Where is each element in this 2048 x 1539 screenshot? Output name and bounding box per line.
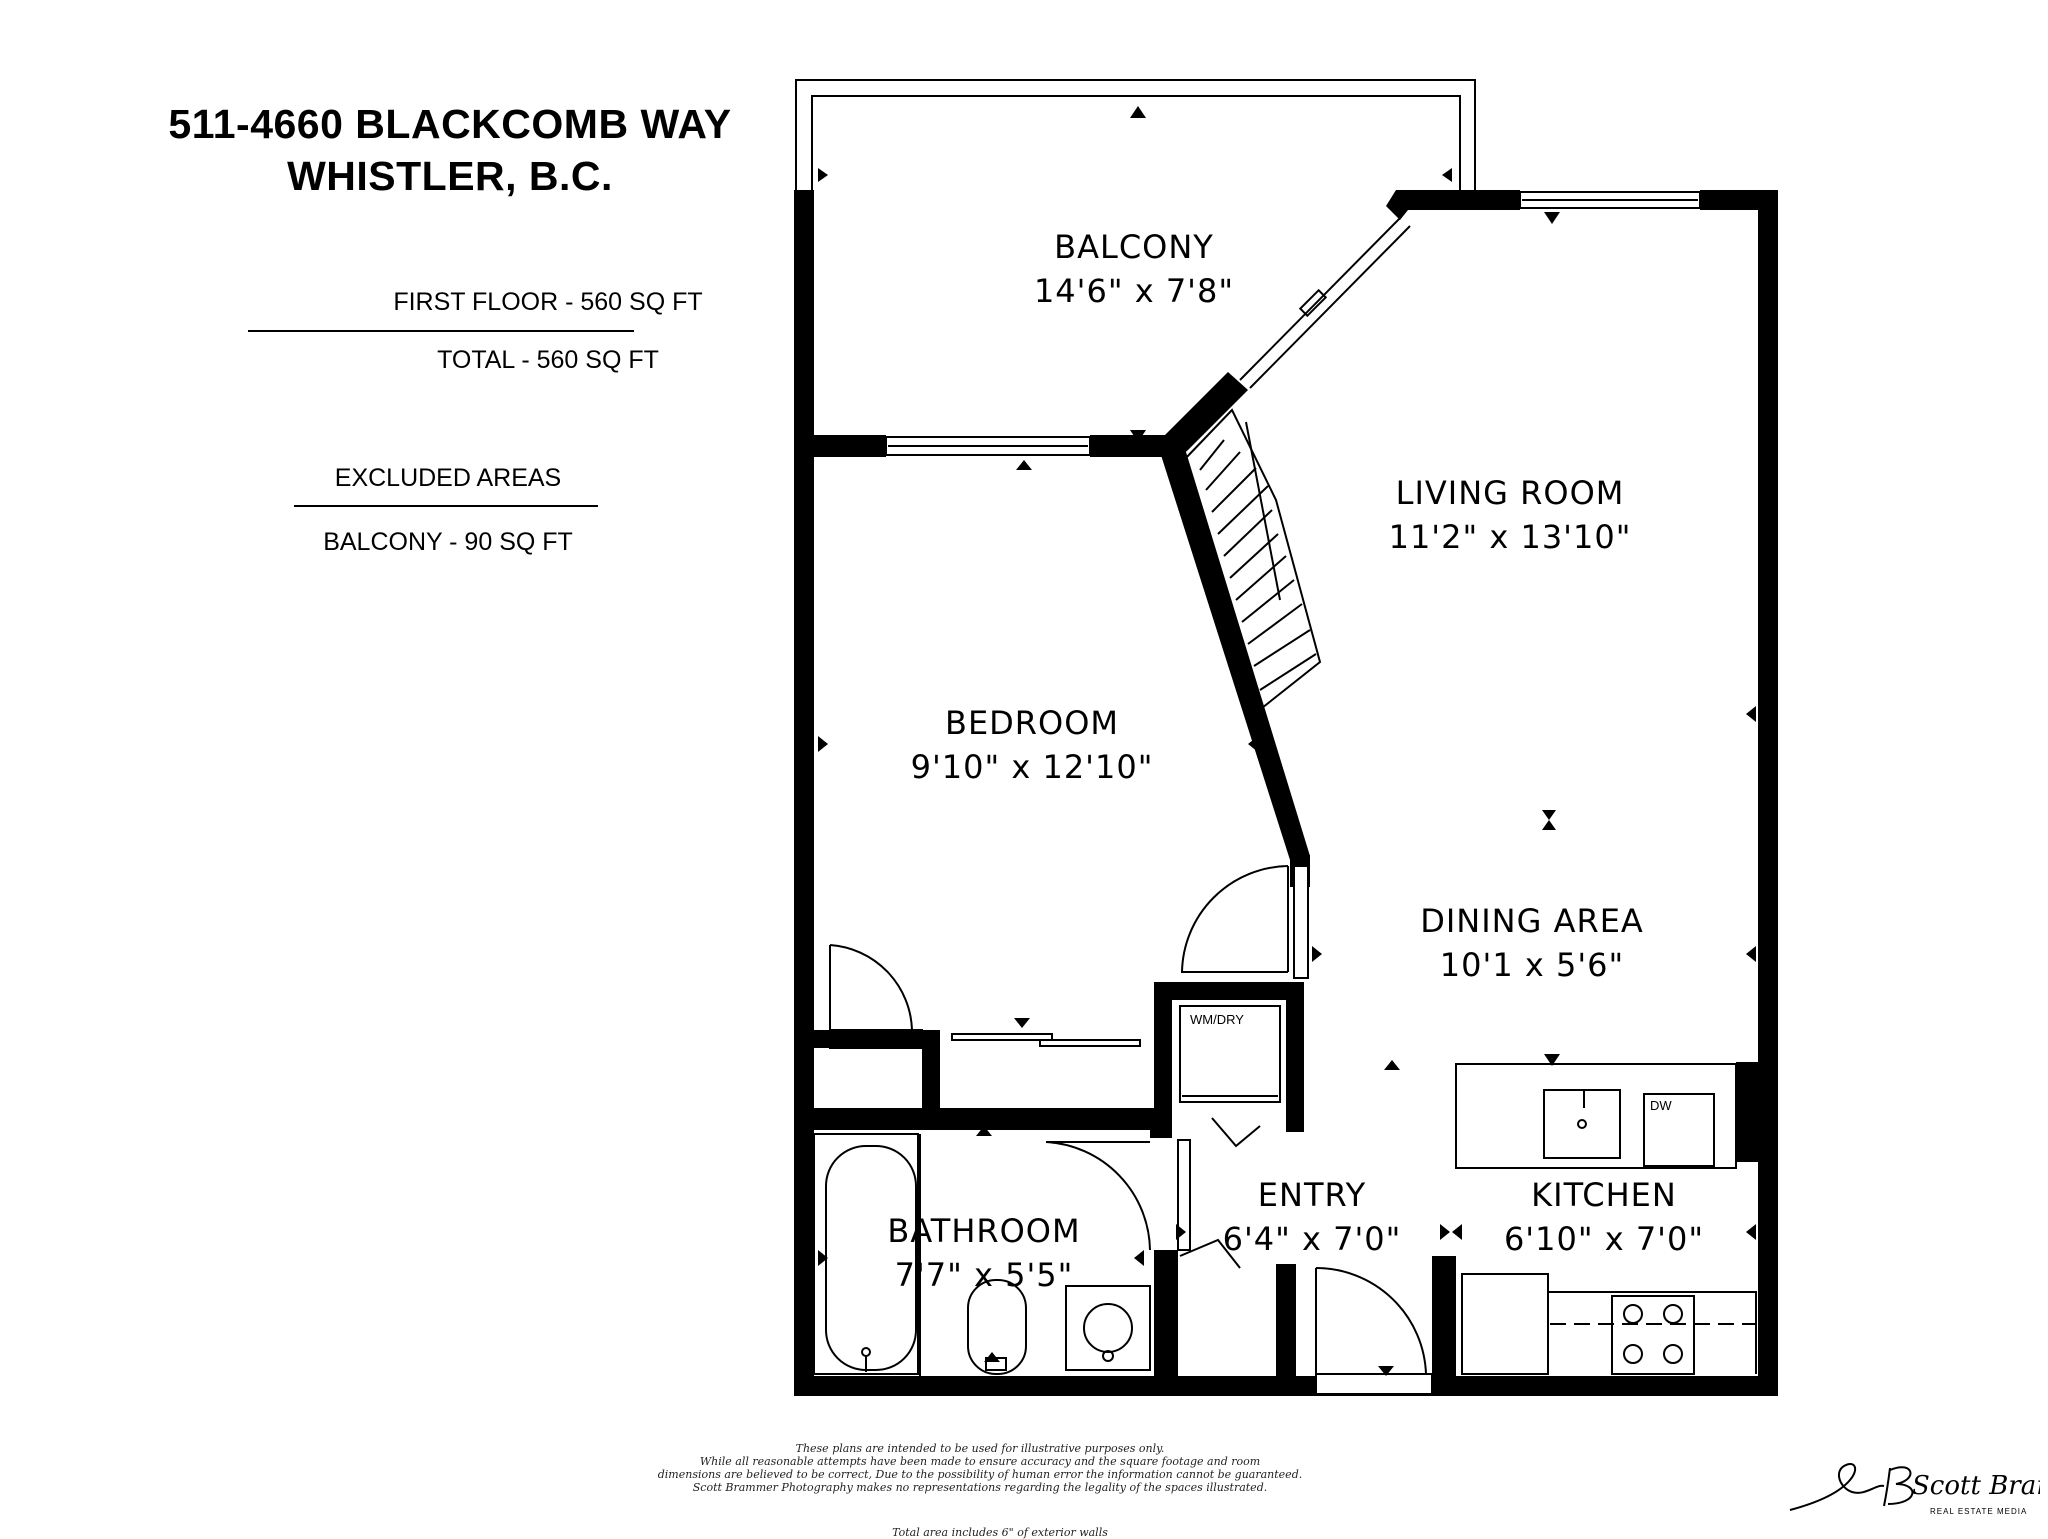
dimension-markers <box>818 106 1756 1376</box>
window-small <box>1293 865 1309 979</box>
bedroom-north-wall-b <box>1090 435 1170 457</box>
balcony-dims: 14'6" x 7'8" <box>1034 272 1234 310</box>
scott-brammer-logo: Scott Brammer REAL ESTATE MEDIA <box>1789 1462 2040 1516</box>
address-line-1: 511-4660 BLACKCOMB WAY <box>168 101 732 147</box>
kitchen-island <box>1455 1063 1737 1169</box>
windows <box>885 191 1701 1395</box>
entry-wall-a <box>1276 1264 1296 1394</box>
counter-left <box>1461 1273 1549 1375</box>
kitchen-dims: 6'10" x 7'0" <box>1504 1220 1704 1258</box>
bedroom-dims: 9'10" x 12'10" <box>911 748 1154 786</box>
dishwasher <box>1643 1093 1715 1167</box>
laundry-west-wall <box>1154 982 1172 1132</box>
living-room-name: LIVING ROOM <box>1396 474 1625 512</box>
dining-area-name: DINING AREA <box>1420 902 1644 940</box>
dishwasher-label: DW <box>1650 1098 1672 1113</box>
laundry-east-wall <box>1286 982 1304 1132</box>
fireplace <box>1182 408 1322 710</box>
north-wall-b <box>1700 190 1778 210</box>
walls <box>794 190 1778 1396</box>
logo-tagline: REAL ESTATE MEDIA <box>1930 1507 2027 1516</box>
closet-sliding-doors <box>829 1029 1141 1049</box>
bathroom-door-stub <box>1150 1108 1172 1138</box>
sink <box>1543 1089 1621 1159</box>
east-wall <box>1758 190 1778 1396</box>
disclaimer-line: Scott Brammer Photography makes no repre… <box>692 1481 1268 1494</box>
north-wall-a <box>1408 190 1520 210</box>
closet-wall-a <box>794 1030 936 1048</box>
excluded-areas-heading: EXCLUDED AREAS <box>334 464 562 492</box>
entry-wall-b <box>1432 1256 1456 1394</box>
balcony-name: BALCONY <box>1054 228 1214 266</box>
bathroom-dims: 7'7" x 5'5" <box>895 1256 1074 1294</box>
entry-name: ENTRY <box>1258 1176 1366 1214</box>
kitchen-name: KITCHEN <box>1531 1176 1677 1214</box>
disclaimer-line: While all reasonable attempts have been … <box>699 1455 1261 1468</box>
disclaimer: These plans are intended to be used for … <box>600 1442 1360 1494</box>
living-room-dims: 11'2" x 13'10" <box>1389 518 1632 556</box>
north-wall-corner <box>1386 190 1420 220</box>
kitchen-fixtures <box>1455 1063 1757 1375</box>
balcony-excluded-area: BALCONY - 90 SQ FT <box>323 528 573 556</box>
tub-surround <box>813 1133 919 1375</box>
entry-dims: 6'4" x 7'0" <box>1223 1220 1402 1258</box>
room-labels: BALCONY 14'6" x 7'8" LIVING ROOM 11'2" x… <box>887 228 1704 1294</box>
bathroom-door-frame <box>1177 1139 1191 1251</box>
exterior-walls-footnote: Total area includes 6" of exterior walls <box>892 1526 1108 1539</box>
entry-door-frame <box>1315 1373 1433 1395</box>
fridge-wall <box>1736 1062 1760 1162</box>
vanity <box>1065 1285 1151 1371</box>
bathroom-north-wall <box>794 1108 1172 1130</box>
closet-wall-b <box>922 1030 940 1110</box>
west-wall <box>794 190 814 1392</box>
laundry-top-wall <box>1154 982 1304 1000</box>
logo-signature: Scott Brammer <box>1912 1471 2040 1501</box>
stove <box>1611 1295 1695 1375</box>
bathroom-east-wall <box>1154 1250 1178 1395</box>
angled-wall-top <box>1165 372 1248 457</box>
disclaimer-line: These plans are intended to be used for … <box>795 1442 1165 1455</box>
dining-area-dims: 10'1 x 5'6" <box>1440 946 1624 984</box>
divider <box>248 330 634 332</box>
first-floor-area: FIRST FLOOR - 560 SQ FT <box>393 288 703 316</box>
washer-dryer-label: WM/DRY <box>1190 1012 1244 1027</box>
washer-dryer <box>1179 1005 1281 1103</box>
door-swings <box>829 865 1427 1375</box>
bathroom-fixtures <box>813 1133 1151 1376</box>
bedroom-north-wall-a <box>794 435 886 457</box>
toilet <box>967 1279 1027 1375</box>
balcony-sliding-door <box>1239 217 1411 389</box>
total-area: TOTAL - 560 SQ FT <box>437 346 659 374</box>
bedroom-name: BEDROOM <box>945 704 1119 742</box>
divider <box>294 505 598 507</box>
disclaimer-line: dimensions are believed to be correct, D… <box>657 1468 1303 1481</box>
counter-right <box>1548 1291 1757 1374</box>
address-line-2: WHISTLER, B.C. <box>287 153 613 199</box>
balcony-railing <box>795 79 1476 192</box>
bathroom-name: BATHROOM <box>887 1212 1080 1250</box>
angled-bedroom-wall <box>1160 452 1310 866</box>
